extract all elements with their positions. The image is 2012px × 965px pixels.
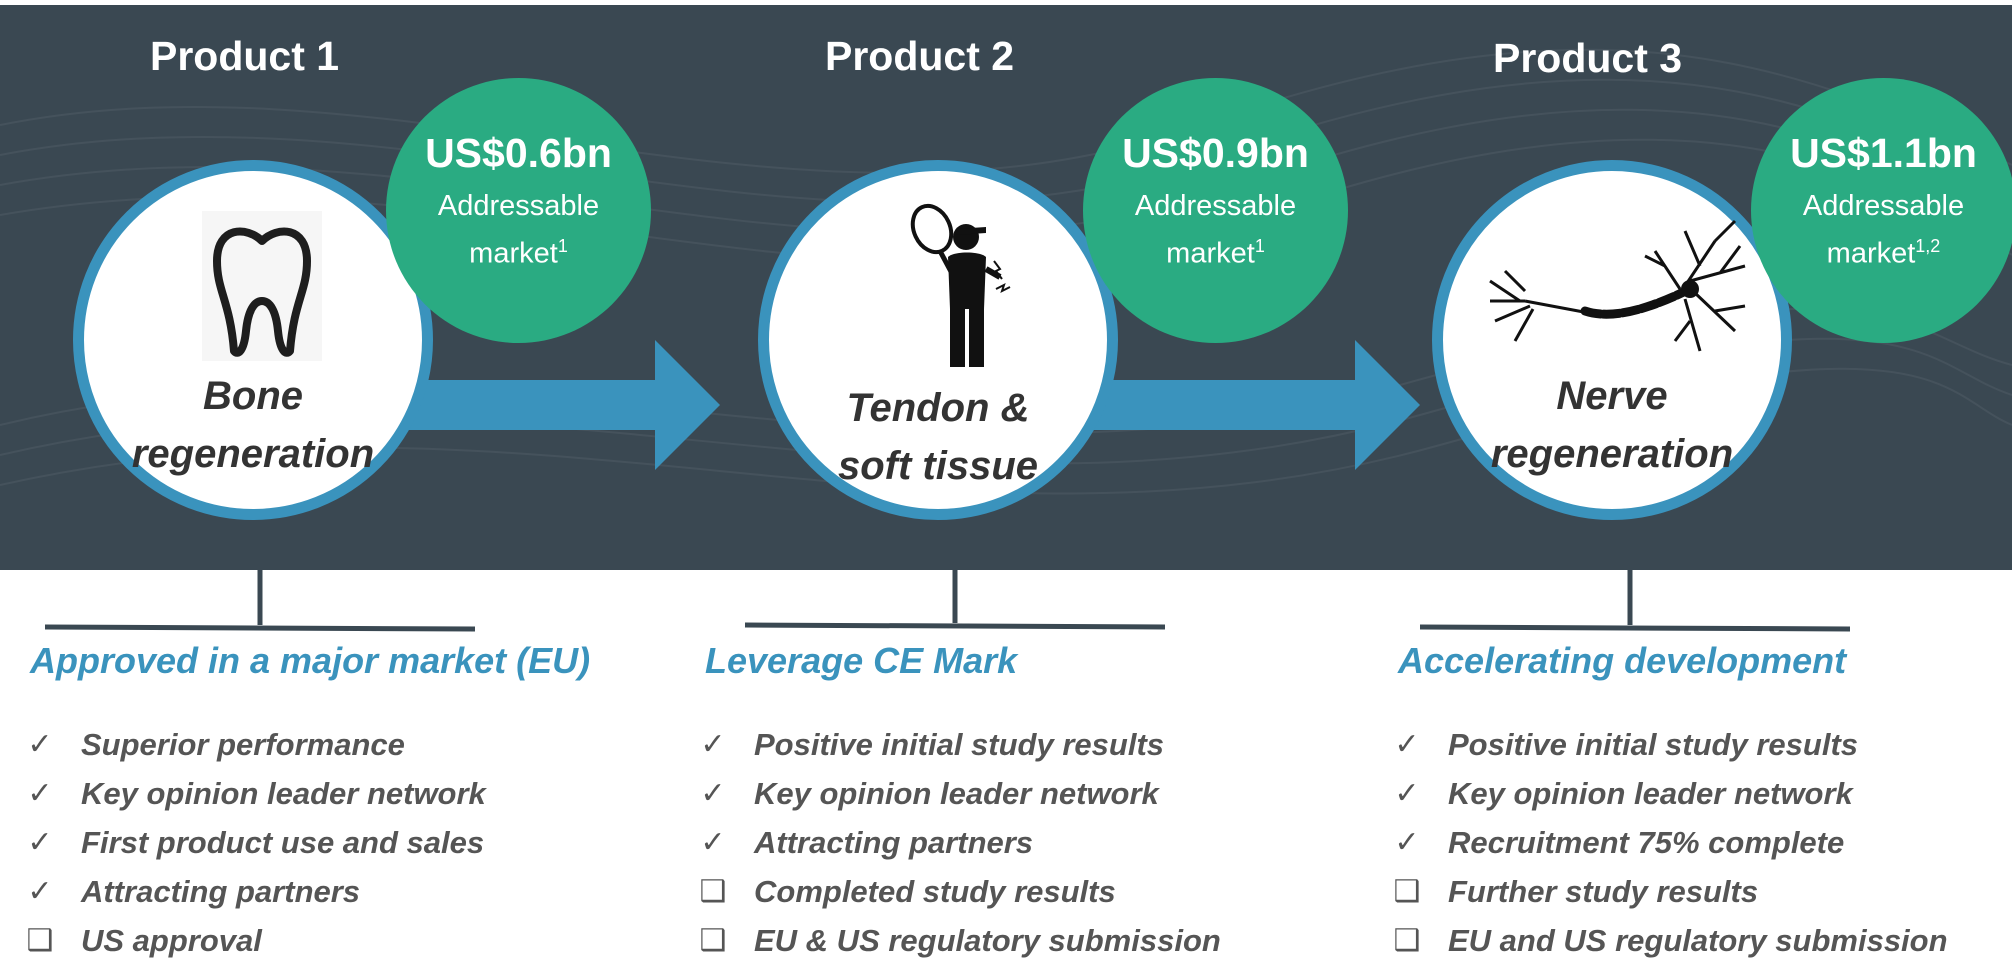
checkmark-icon: ✓ xyxy=(27,875,53,908)
product-3-title: Product 3 xyxy=(1493,35,1683,81)
product-2-connector xyxy=(744,570,1166,630)
checkbox-empty-icon: ❑ xyxy=(26,924,54,957)
product-1-market-footnote: 1 xyxy=(557,236,568,256)
checklist-item-text: EU & US regulatory submission xyxy=(754,923,1221,958)
product-3-circle: Nerve regeneration xyxy=(1432,160,1792,520)
checklist-item-text: US approval xyxy=(81,923,262,958)
tennis-player-elbow-pain-icon xyxy=(910,203,1011,367)
tooth-icon xyxy=(202,211,322,361)
product-3-market-label-line1: Addressable xyxy=(1802,190,1965,222)
checkmark-icon: ✓ xyxy=(27,826,53,859)
checklist-item-text: Positive initial study results xyxy=(1448,727,1859,762)
product-1-heading: Approved in a major market (EU) xyxy=(30,640,591,681)
product-3-connector xyxy=(1419,570,1851,632)
product-2-market-value: US$0.9bn xyxy=(1122,130,1309,176)
checklist-item-text: Attracting partners xyxy=(81,874,361,909)
product-2-title: Product 2 xyxy=(825,33,1015,79)
product-1-connector xyxy=(44,570,476,632)
product-1-title: Product 1 xyxy=(150,33,340,79)
checklist-item-text: Superior performance xyxy=(81,727,405,762)
product-2-market-label-line1: Addressable xyxy=(1134,190,1297,222)
flow-arrow-2 xyxy=(1080,340,1420,470)
product-2-heading: Leverage CE Mark xyxy=(705,640,1018,681)
product-1-circle: Bone regeneration xyxy=(73,160,433,520)
product-banner: Product 1 Bone regeneration US$0.6bn Add… xyxy=(0,5,2012,570)
checklist-item-text: Recruitment 75% complete xyxy=(1448,825,1845,860)
product-3-market-bubble: US$1.1bn Addressable market1,2 xyxy=(1751,78,2012,343)
checkmark-icon: ✓ xyxy=(700,826,726,859)
checklist-item-text: Key opinion leader network xyxy=(1448,776,1853,811)
product-3-label-line2: regeneration xyxy=(1490,432,1734,476)
product-2-label-line1: Tendon & xyxy=(846,386,1030,430)
product-3-label-line1: Nerve xyxy=(1556,374,1668,418)
checkmark-icon: ✓ xyxy=(700,728,726,761)
product-2-label-line2: soft tissue xyxy=(837,444,1039,488)
product-3-market-footnote: 1,2 xyxy=(1915,236,1941,256)
checkbox-empty-icon: ❑ xyxy=(699,924,727,957)
checkmark-icon: ✓ xyxy=(700,777,726,810)
checklist-item-text: Positive initial study results xyxy=(754,727,1165,762)
product-2-market-footnote: 1 xyxy=(1254,236,1265,256)
product-2-market-bubble: US$0.9bn Addressable market1 xyxy=(1083,78,1348,343)
checklist-item-text: Key opinion leader network xyxy=(81,776,486,811)
checklist-item-text: EU and US regulatory submission xyxy=(1448,923,1948,958)
checkmark-icon: ✓ xyxy=(1394,826,1420,859)
checkmark-icon: ✓ xyxy=(1394,777,1420,810)
checkbox-empty-icon: ❑ xyxy=(1393,924,1421,957)
product-1-market-label-line1: Addressable xyxy=(437,190,600,222)
checklist-item-text: Attracting partners xyxy=(754,825,1034,860)
product-1-label-line2: regeneration xyxy=(131,432,375,476)
product-1-market-value: US$0.6bn xyxy=(425,130,612,176)
checklist-item-text: Completed study results xyxy=(754,874,1116,909)
checkmark-icon: ✓ xyxy=(27,777,53,810)
product-1-market-label-line2: market xyxy=(469,237,558,270)
product-3-heading: Accelerating development xyxy=(1398,640,1847,681)
product-3-market-value: US$1.1bn xyxy=(1790,130,1977,176)
checklist-item-text: First product use and sales xyxy=(81,825,485,860)
checkmark-icon: ✓ xyxy=(27,728,53,761)
checklist-item-text: Key opinion leader network xyxy=(754,776,1159,811)
checkbox-empty-icon: ❑ xyxy=(1393,875,1421,908)
neuron-icon xyxy=(1489,219,1746,352)
flow-arrow-1 xyxy=(380,340,720,470)
product-1-label-line1: Bone xyxy=(203,374,303,418)
product-1-market-bubble: US$0.6bn Addressable market1 xyxy=(386,78,651,343)
product-2-market-label-line2: market xyxy=(1166,237,1255,270)
checkmark-icon: ✓ xyxy=(1394,728,1420,761)
product-2-circle: Tendon & soft tissue xyxy=(758,160,1118,520)
product-3-market-label-line2: market xyxy=(1826,237,1916,270)
checklist-item-text: Further study results xyxy=(1448,874,1759,909)
checkbox-empty-icon: ❑ xyxy=(699,875,727,908)
